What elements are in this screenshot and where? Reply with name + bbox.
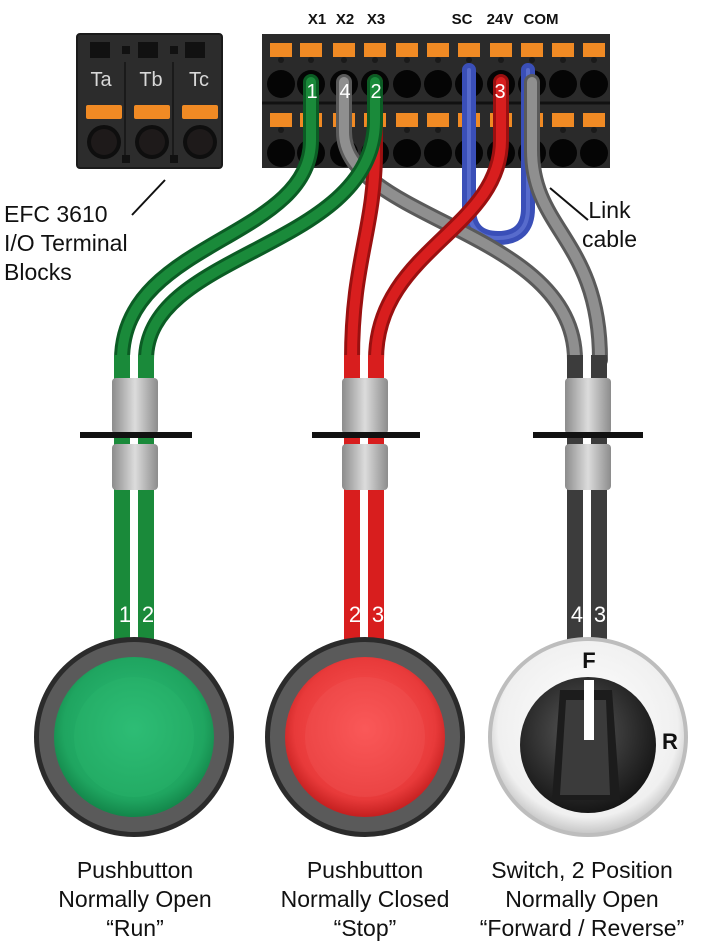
green-wires [114, 74, 383, 368]
stop-caption-line3: “Stop” [333, 915, 397, 941]
relay-terminal-ta: Ta [90, 69, 112, 91]
wire-number-24v: 3 [494, 81, 505, 103]
wire-number-x3: 2 [370, 81, 381, 103]
panel-line-left [80, 432, 192, 438]
wire-number-x2: 4 [339, 81, 350, 103]
terminal-blocks-label-line3: Blocks [4, 259, 72, 285]
grey-cable-drop [565, 355, 611, 645]
terminal-blocks-label-line1: EFC 3610 [4, 201, 108, 227]
stop-pushbutton [265, 637, 465, 837]
run-caption: Pushbutton Normally Open “Run” [10, 856, 260, 943]
link-cable-leader [549, 187, 589, 221]
terminal-label-24v: 24V [487, 11, 514, 28]
stop-caption-line2: Normally Closed [280, 886, 450, 912]
device1-wire-a: 1 [119, 602, 131, 627]
device3-wire-b: 3 [594, 602, 606, 627]
terminal-block-leader [131, 179, 166, 216]
green-cable-drop [112, 355, 158, 645]
terminal-label-sc: SC [452, 11, 473, 28]
run-caption-line2: Normally Open [58, 886, 212, 912]
terminal-label-x3: X3 [367, 11, 385, 28]
device3-wire-a: 4 [571, 602, 583, 627]
link-cable-label: Link cable [582, 196, 637, 254]
forward-reverse-switch [488, 637, 688, 837]
device1-wire-b: 2 [142, 602, 154, 627]
run-caption-line3: “Run” [106, 915, 164, 941]
run-caption-line1: Pushbutton [76, 857, 194, 883]
switch-position-f: F [582, 648, 595, 673]
panel-line-right [533, 432, 643, 438]
terminal-label-x2: X2 [336, 11, 354, 28]
stop-caption: Pushbutton Normally Closed “Stop” [240, 856, 490, 943]
switch-caption-line1: Switch, 2 Position [491, 857, 673, 883]
relay-terminal-tb: Tb [139, 69, 162, 91]
wire-number-x1: 1 [306, 81, 317, 103]
relay-terminal-block [76, 33, 223, 169]
terminal-blocks-label: EFC 3610 I/O Terminal Blocks [4, 200, 128, 287]
panel-line-middle [312, 432, 420, 438]
link-cable-label-line1: Link [588, 197, 631, 223]
switch-position-r: R [662, 729, 678, 754]
red-cable-drop [342, 355, 388, 645]
switch-caption-line2: Normally Open [505, 886, 659, 912]
terminal-label-com: COM [524, 11, 559, 28]
relay-terminal-tc: Tc [189, 69, 209, 91]
device2-wire-a: 2 [349, 602, 361, 627]
red-wires [344, 74, 509, 368]
link-cable-label-line2: cable [582, 226, 637, 252]
switch-caption: Switch, 2 Position Normally Open “Forwar… [457, 856, 707, 943]
switch-caption-line3: “Forward / Reverse” [479, 915, 685, 941]
device2-wire-b: 3 [372, 602, 384, 627]
stop-caption-line1: Pushbutton [306, 857, 424, 883]
run-pushbutton [34, 637, 234, 837]
terminal-blocks-label-line2: I/O Terminal [4, 230, 128, 256]
terminal-label-x1: X1 [308, 11, 326, 28]
